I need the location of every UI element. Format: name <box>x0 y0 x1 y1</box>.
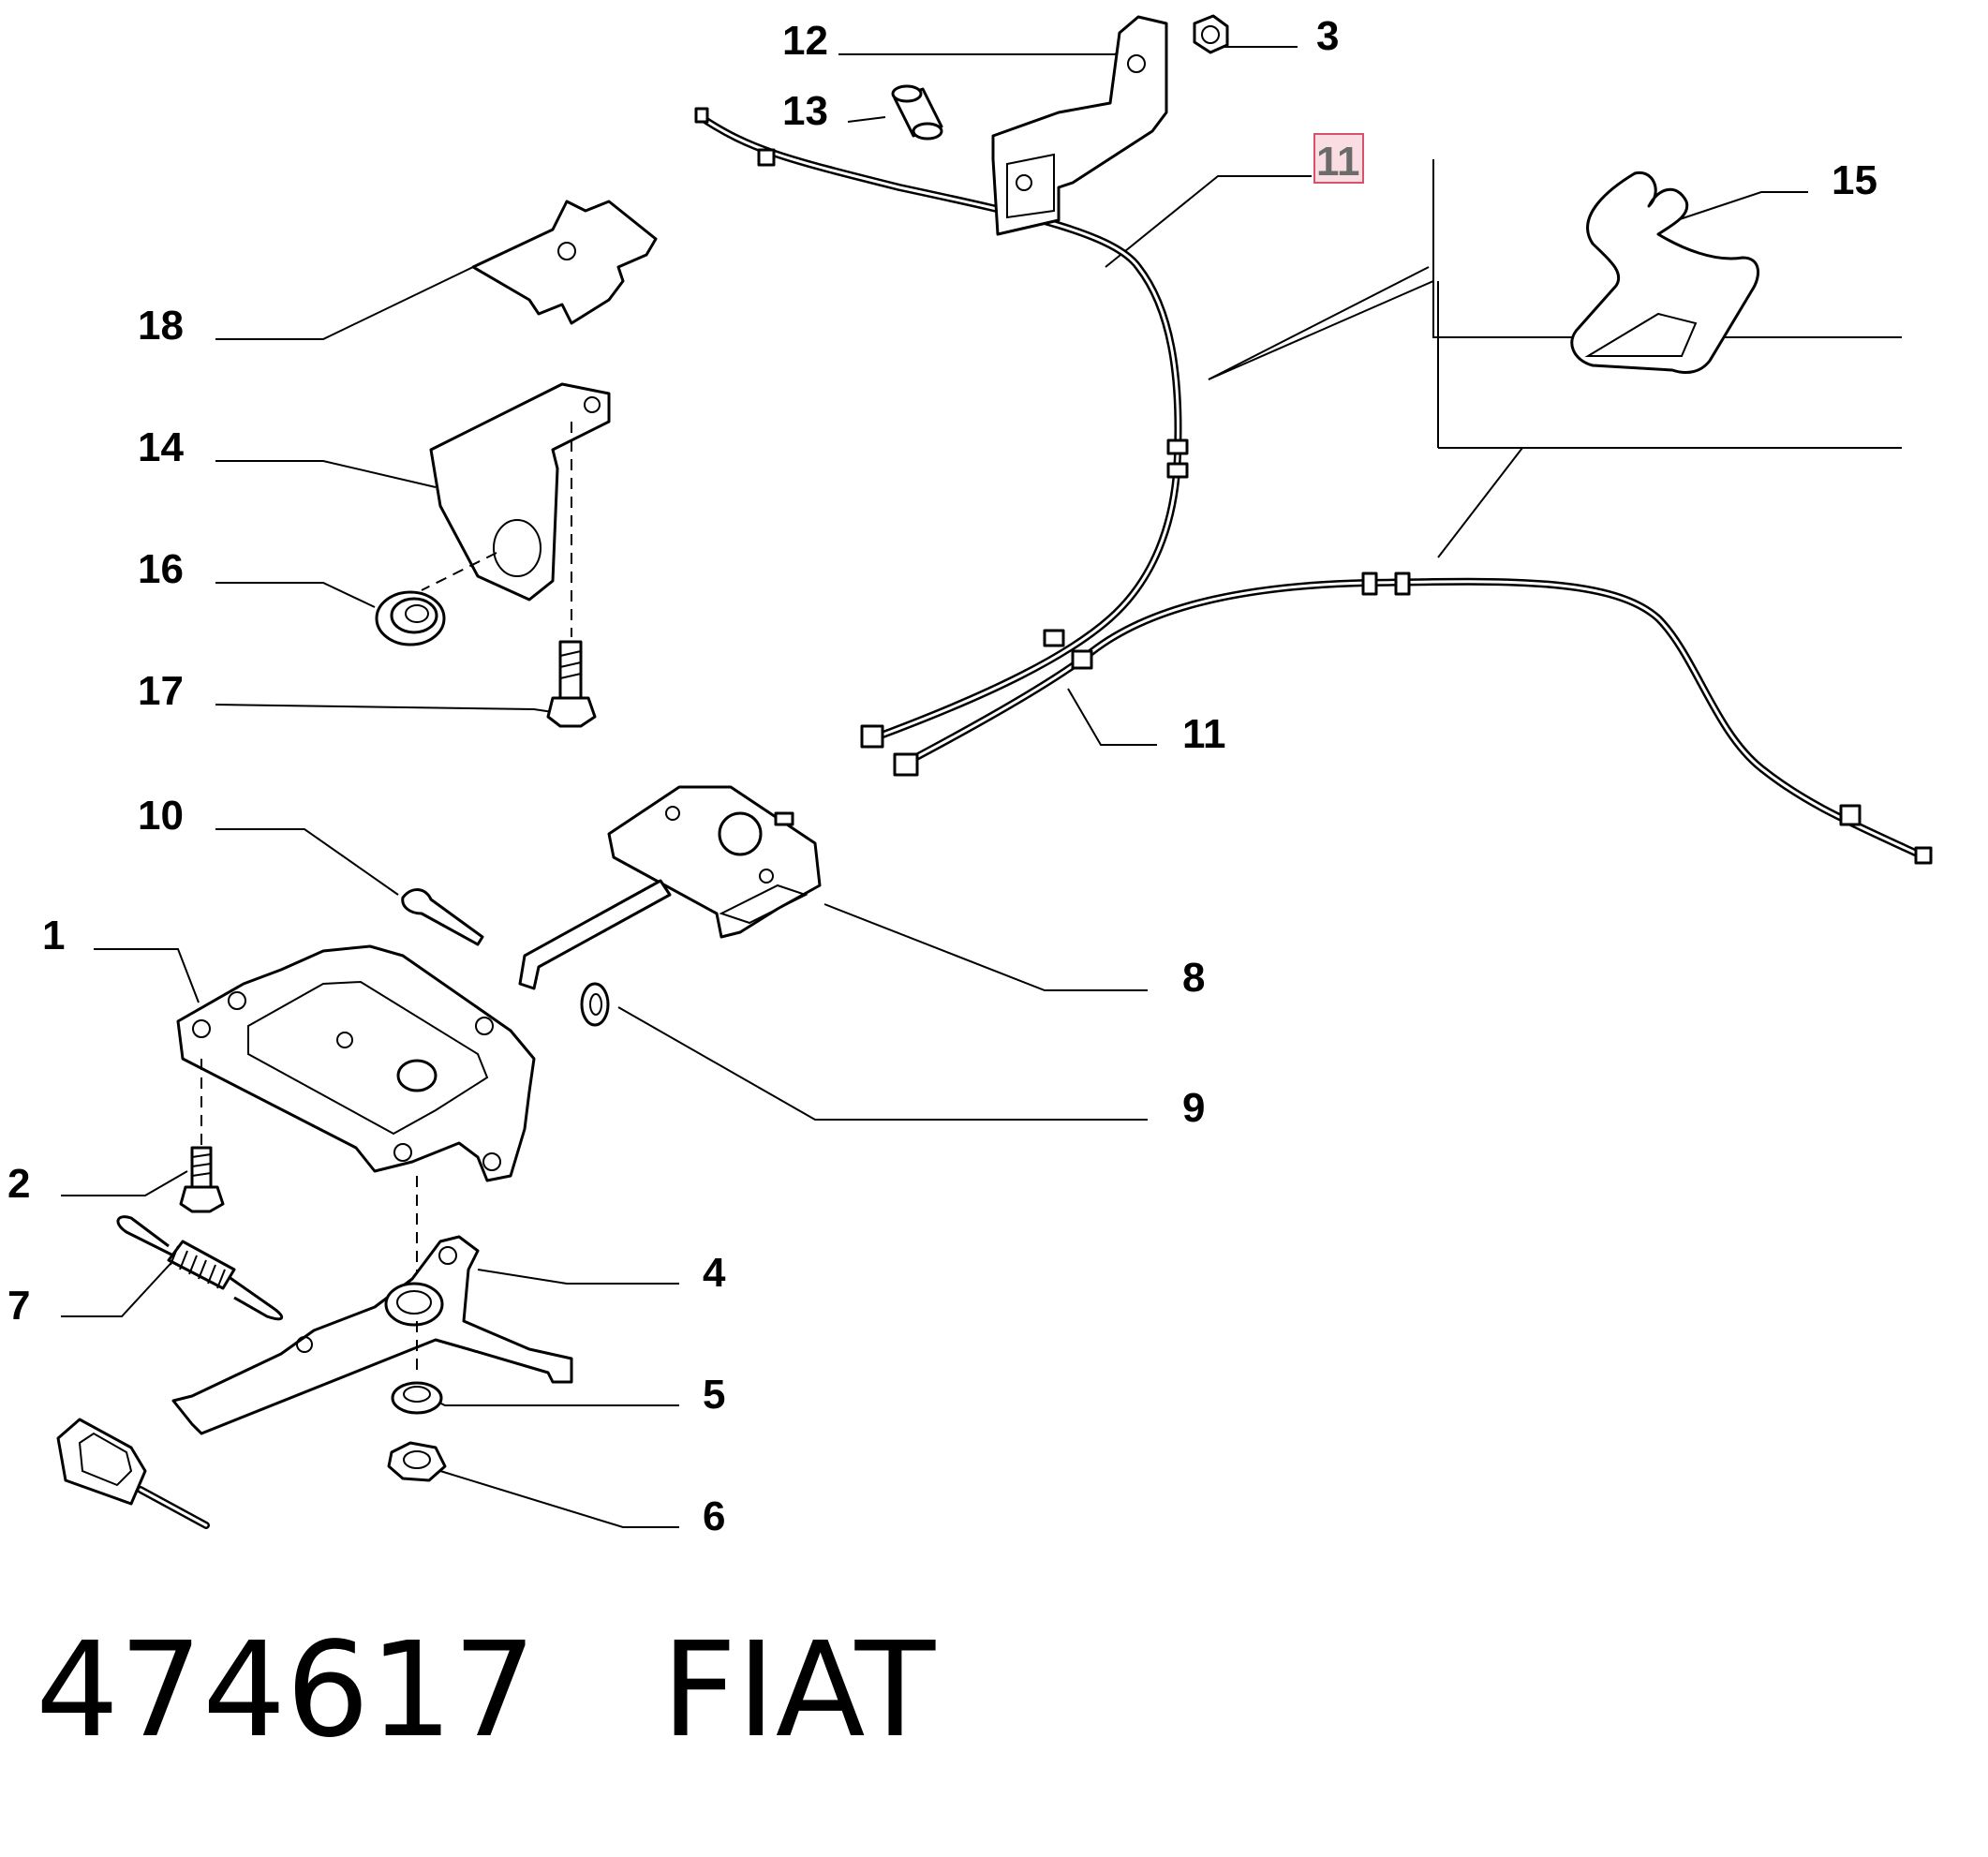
callout-1[interactable]: 1 <box>42 913 65 958</box>
part-6-nut <box>387 1441 447 1482</box>
callout-2[interactable]: 2 <box>7 1161 30 1207</box>
leader-lines <box>61 44 1902 1528</box>
part-4-lever <box>171 1235 573 1435</box>
part-14-bracket <box>421 382 611 637</box>
part-3-nut <box>1193 14 1229 54</box>
callout-11-highlight <box>1313 133 1364 184</box>
callout-8[interactable]: 8 <box>1182 955 1205 1001</box>
callout-15[interactable]: 15 <box>1832 157 1877 203</box>
part-7-spring <box>116 1215 284 1321</box>
part-caption: 474617 FIAT <box>36 1626 935 1757</box>
part-15-clip <box>1570 171 1760 374</box>
callout-11[interactable]: 11 <box>1182 711 1226 757</box>
callout-3[interactable]: 3 <box>1316 13 1339 59</box>
callout-16[interactable]: 16 <box>138 546 184 592</box>
part-number: 474617 <box>36 1614 537 1767</box>
part-1-base-plate <box>176 944 536 1288</box>
callout-18[interactable]: 18 <box>138 303 184 349</box>
part-5-washer <box>391 1381 443 1415</box>
callout-11-highlighted[interactable]: 11 <box>1316 139 1360 185</box>
callout-5[interactable]: 5 <box>703 1372 725 1418</box>
part-17-bolt <box>546 640 597 728</box>
part-10-cotter-pin <box>401 888 484 946</box>
part-13-bushing <box>891 84 943 141</box>
callout-4[interactable]: 4 <box>703 1250 726 1296</box>
part-9-washer <box>580 982 610 1027</box>
part-18-clip-plate <box>471 200 658 325</box>
callout-17[interactable]: 17 <box>138 668 184 714</box>
callout-9[interactable]: 9 <box>1182 1085 1205 1131</box>
callout-14[interactable]: 14 <box>138 424 184 470</box>
callout-13[interactable]: 13 <box>782 88 828 134</box>
part-2-bolt <box>179 1146 225 1213</box>
callout-10[interactable]: 10 <box>138 793 184 839</box>
part-12-bracket <box>991 15 1168 236</box>
part-8-lever-assembly <box>518 785 822 990</box>
callout-12[interactable]: 12 <box>782 18 828 64</box>
callout-6[interactable]: 6 <box>703 1493 725 1539</box>
part-16-grommet <box>375 590 446 646</box>
cable-end-fitting <box>56 1418 210 1529</box>
brake-cable-upper <box>694 107 1189 749</box>
brand-name: FIAT <box>660 1614 936 1767</box>
brake-cable-lower <box>893 572 1933 865</box>
callout-7[interactable]: 7 <box>7 1283 30 1329</box>
callout-labels: 12 3 13 11 15 18 14 16 17 11 10 1 8 9 2 … <box>7 13 1877 1539</box>
